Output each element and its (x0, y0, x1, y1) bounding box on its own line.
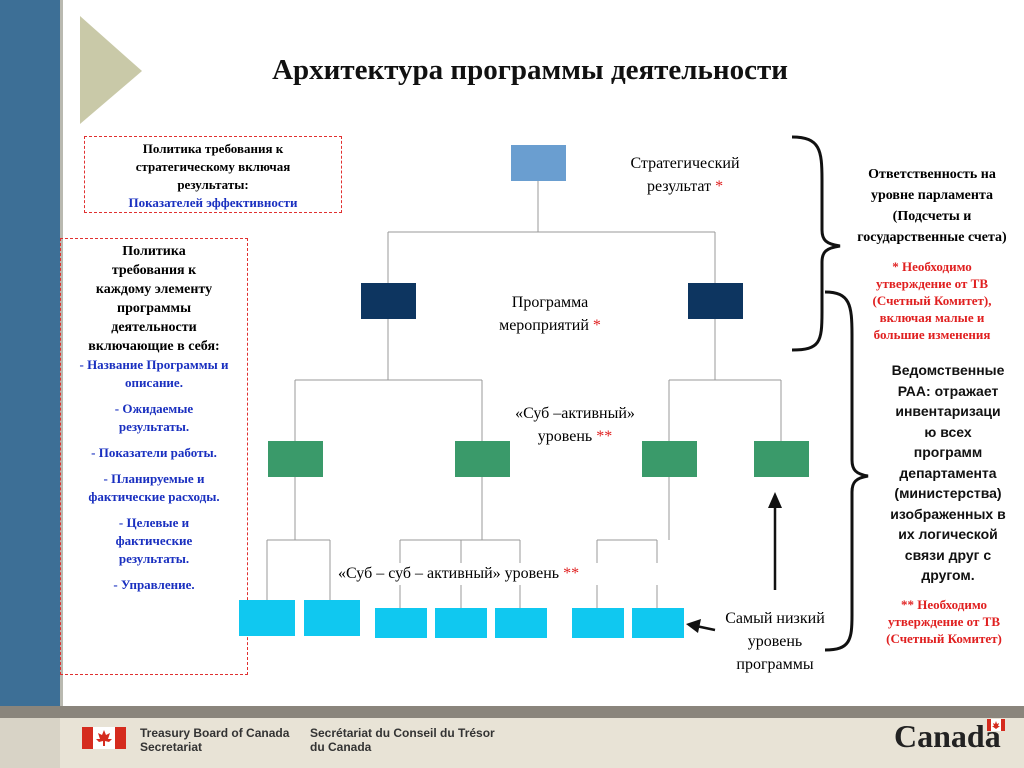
subsub-box (304, 600, 360, 636)
subsub-box (239, 600, 295, 636)
strategic-label-line1: Стратегический (630, 155, 740, 172)
dept-note-line: другом. (921, 567, 975, 583)
policy-left-heading-line: включающие в себя: (88, 339, 220, 354)
policy-left-heading-line: деятельности (111, 320, 197, 335)
tb-note1-line: утверждение от ТВ (876, 276, 988, 291)
policy-left-items: - Название Программы и описание. - Ожида… (63, 356, 245, 594)
tb-note2-line: (Счетный Комитет) (886, 631, 1002, 646)
policy-left-heading-line: Политика (122, 244, 186, 259)
dept-note-line: Ведомственные (891, 362, 1005, 378)
tb-note1-line: * Необходимо (892, 259, 972, 274)
strategic-star: * (715, 178, 724, 195)
policy-left-item: - Название Программы и описание. (79, 357, 229, 390)
policy-left-item: - Показатели работы. (91, 445, 217, 460)
bottom-stripe (0, 706, 1024, 718)
parliament-note-line: (Подсчеты и (892, 209, 972, 224)
policy-left-heading-line: программы (117, 301, 191, 316)
dept-note-line: изображенных в (890, 505, 1006, 522)
sub-star: ** (596, 428, 613, 445)
program-label: Программа мероприятий * (470, 291, 630, 337)
subsub-box (495, 608, 547, 638)
policy-top-box: Политика требования к стратегическому вк… (84, 136, 342, 213)
sub-box (754, 441, 809, 477)
dept-note-line: инвентаризаци (895, 403, 1001, 419)
sub-label-line2: уровень ** (537, 428, 613, 445)
parliament-note-line: Ответственность на (868, 167, 996, 182)
canada-flag-icon (82, 727, 126, 749)
dept-note-line: (министерства) (894, 485, 1002, 501)
policy-left-item: - Планируемые и фактические расходы. (88, 471, 220, 504)
canada-wordmark: Canada (894, 718, 1001, 754)
policy-left-heading-line: каждому элементу (95, 282, 213, 297)
subsub-box (375, 608, 427, 638)
sub-box (642, 441, 697, 477)
program-box-right (688, 283, 743, 319)
lowest-level-line1: Самый низкий (725, 610, 825, 627)
parliament-note: Ответственность на уровне парламента (По… (840, 164, 1024, 248)
subsub-box (632, 608, 684, 638)
dept-note-line: департамента (899, 464, 997, 481)
footer-en-name: Treasury Board of Canada Secretariat (140, 726, 289, 754)
page-title: Архитектура программы деятельности (272, 54, 788, 86)
strategic-label-line2: результат * (646, 178, 724, 195)
policy-left-item: - Ожидаемые результаты. (114, 401, 194, 434)
parliament-note-line: уровне парламента (870, 188, 993, 203)
dept-note-line: связи друг с (904, 546, 992, 563)
parliament-note-line: государственные счета) (857, 230, 1007, 245)
sub-label-line1: «Суб –активный» (515, 405, 635, 422)
subsub-label: «Суб – суб – активный» уровень ** (338, 563, 658, 585)
wordmark-flag-icon (987, 719, 1005, 731)
tb-approval-note-1: * Необходимо утверждение от ТВ (Счетный … (850, 258, 1014, 343)
dept-note-line: ю всех (924, 423, 972, 440)
tb-approval-note-2: ** Необходимо утверждение от ТВ (Счетный… (864, 596, 1024, 647)
program-label-line2: мероприятий * (499, 317, 601, 334)
tb-note2-line: ** Необходимо (900, 597, 988, 612)
tb-note2-line: утверждение от ТВ (888, 614, 1000, 629)
policy-left-item: - Целевые и фактические результаты. (115, 515, 193, 566)
footer-en-line2: Secretariat (140, 740, 203, 754)
subsub-label-text: «Суб – суб – активный» уровень (338, 565, 560, 582)
program-label-line1: Программа (511, 294, 589, 311)
program-box-left (361, 283, 416, 319)
lowest-level-line2: уровень (747, 633, 803, 650)
tb-note1-line: включая малые и (879, 310, 985, 325)
policy-top-link: Показателей эффективности (128, 195, 298, 210)
tb-note1-line: (Счетный Комитет), (872, 293, 992, 308)
hierarchy-connectors (266, 135, 869, 652)
left-sidebar-divider (60, 0, 63, 706)
strategic-label: Стратегический результат * (605, 152, 765, 198)
dept-note-line: программ (913, 444, 983, 460)
program-star: * (592, 317, 601, 334)
footer-left-block (0, 718, 60, 768)
lowest-level-line3: программы (736, 656, 814, 673)
tb-note1-line: большие изменения (873, 327, 991, 342)
departmental-paa-note: Ведомственные РАА: отражает инвентаризац… (872, 360, 1024, 586)
sub-box (268, 441, 323, 477)
subsub-star: ** (563, 565, 580, 582)
footer-fr-line1: Secrétariat du Conseil du Trésor (310, 726, 495, 740)
strategic-box (511, 145, 566, 181)
policy-top-line2: стратегическому включая (135, 159, 291, 174)
footer-band (0, 718, 1024, 768)
footer-en-line1: Treasury Board of Canada (140, 726, 290, 740)
policy-left-box: Политика требования к каждому элементу п… (60, 238, 248, 675)
footer-fr-line2: du Canada (310, 740, 372, 754)
subsub-box (435, 608, 487, 638)
policy-top-line1: Политика требования к (142, 141, 284, 156)
dept-note-line: их логической (898, 526, 998, 542)
policy-left-item: - Управление. (113, 577, 195, 592)
sub-box (455, 441, 510, 477)
subsub-box (572, 608, 624, 638)
sub-label: «Суб –активный» уровень ** (485, 402, 665, 448)
left-sidebar-bar (0, 0, 60, 706)
decorative-triangle-icon (80, 16, 142, 124)
lowest-level-label: Самый низкий уровень программы (700, 607, 850, 676)
dept-note-line: РАА: отражает (897, 382, 999, 399)
footer-fr-name: Secrétariat du Conseil du Trésor du Cana… (310, 726, 495, 754)
policy-left-heading-line: требования к (111, 263, 197, 278)
policy-top-line3: результаты: (177, 177, 249, 192)
policy-left-heading: Политика требования к каждому элементу п… (63, 242, 245, 356)
